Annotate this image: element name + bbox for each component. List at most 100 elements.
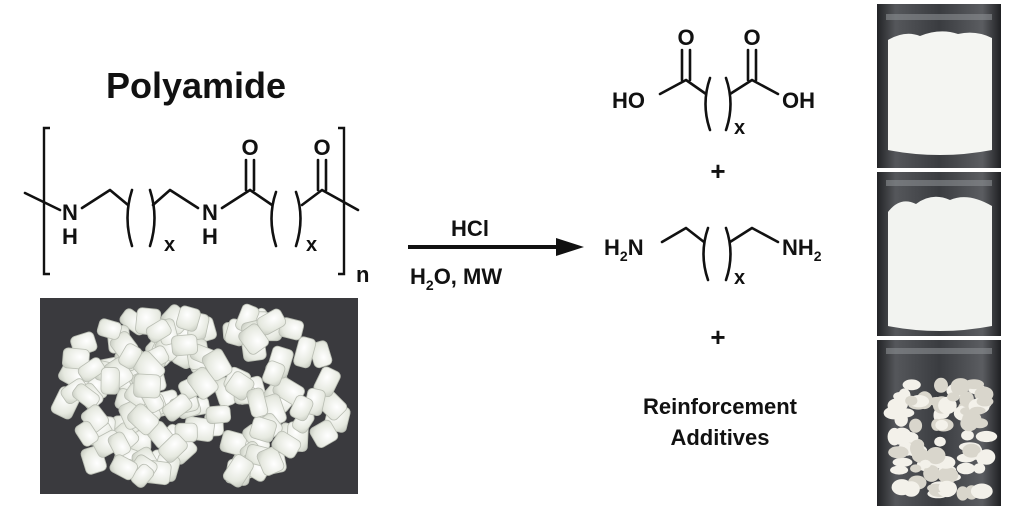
- additives-line-1: Reinforcement: [643, 394, 798, 419]
- oxygen-label-1: O: [241, 135, 258, 160]
- pellet: [205, 405, 232, 424]
- amine-n-label-1: N: [62, 200, 78, 225]
- additive-chunk: [950, 378, 967, 396]
- amine-h-label-1: H: [62, 224, 78, 249]
- diamine-backbone: [660, 226, 780, 244]
- additives-line-2: Additives: [670, 425, 769, 450]
- pellet: [96, 318, 122, 340]
- vial-photo-diamine: [877, 172, 1001, 336]
- vial-chunks-3: [883, 377, 998, 501]
- pellet: [175, 305, 201, 332]
- additive-chunk: [977, 449, 996, 465]
- reaction-arrow-group: HCl H2O, MW: [408, 216, 584, 293]
- pellet: [61, 347, 90, 370]
- additive-chunk: [956, 486, 969, 501]
- pellet: [100, 367, 120, 395]
- reagent-label: HCl: [451, 216, 489, 241]
- vial-powder-1: [888, 31, 992, 155]
- vial-rim-2: [886, 180, 992, 186]
- plus-sign-2: +: [710, 322, 725, 352]
- oxygen-label-2: O: [313, 135, 330, 160]
- pellet: [246, 387, 269, 418]
- additive-chunk: [909, 418, 923, 433]
- additive-chunk: [892, 457, 913, 467]
- additive-chunk: [911, 448, 930, 463]
- x-bracket-amine: [126, 188, 156, 248]
- x-label-acid: x: [306, 234, 317, 256]
- polyamide-repeat-unit: n N H N H x x O O: [23, 126, 369, 287]
- additive-chunk: [975, 430, 998, 443]
- left-bracket: [42, 126, 50, 276]
- amine-h-label-2: H: [202, 224, 218, 249]
- acid-o-label-2: O: [743, 25, 760, 50]
- pellet: [271, 430, 302, 459]
- additive-chunk: [938, 480, 956, 495]
- additive-chunk: [973, 463, 986, 474]
- pellet: [309, 419, 339, 448]
- additive-chunk: [937, 467, 959, 484]
- diamine-nh2-label: NH2: [782, 235, 822, 264]
- acid-x-label: x: [734, 117, 745, 139]
- pellet: [118, 343, 143, 370]
- additive-chunk: [890, 465, 909, 475]
- pellet: [107, 431, 131, 458]
- additive-chunk: [902, 379, 921, 391]
- additive-chunk: [887, 401, 898, 410]
- vial-photo-acid: [877, 4, 1001, 168]
- additive-chunk: [970, 483, 993, 499]
- pellet: [127, 403, 160, 436]
- additive-chunk: [902, 481, 920, 497]
- solvent-label: H2O, MW: [410, 264, 502, 293]
- additive-chunk: [892, 427, 912, 446]
- vial-powder-2: [888, 196, 992, 331]
- pellet: [133, 373, 162, 399]
- x-bracket-acid: [270, 190, 302, 248]
- additive-chunk: [888, 446, 909, 459]
- additive-chunk: [905, 395, 918, 406]
- pellet: [162, 393, 193, 422]
- pellet: [109, 454, 138, 481]
- pellet: [289, 394, 314, 422]
- acid-carbonyl-2: [746, 48, 758, 82]
- acid-carbonyl-1: [680, 48, 692, 82]
- pellet: [145, 319, 172, 343]
- pellet: [186, 366, 219, 400]
- vial-rim-1: [886, 14, 992, 20]
- pellet: [74, 420, 99, 447]
- dicarboxylic-acid-product: HO OH O O x: [612, 25, 815, 139]
- polyamide-pellets-photo: [40, 298, 358, 494]
- amine-n-label-2: N: [202, 200, 218, 225]
- additive-chunk: [919, 459, 931, 469]
- polyamide-title: Polyamide: [106, 65, 286, 106]
- pellet: [249, 416, 277, 443]
- carbonyl-bond-2: [316, 158, 328, 192]
- backbone-bonds: [23, 188, 360, 212]
- additive-chunk: [934, 377, 948, 393]
- additive-chunk: [962, 411, 982, 426]
- additive-chunk: [956, 462, 976, 475]
- additive-chunk: [976, 396, 994, 407]
- additive-chunk: [935, 419, 948, 431]
- additive-chunk: [961, 430, 974, 441]
- additive-chunk: [910, 464, 922, 473]
- additive-chunk: [926, 447, 946, 465]
- pellet: [222, 454, 254, 488]
- plus-sign-1: +: [710, 156, 725, 186]
- pellet: [238, 323, 269, 355]
- acid-o-label-1: O: [677, 25, 694, 50]
- acid-ho-label: HO: [612, 88, 645, 113]
- reaction-arrowhead: [556, 238, 584, 256]
- additive-chunk: [923, 465, 940, 482]
- diamine-product: H2N NH2 x: [604, 226, 822, 289]
- diamine-x-bracket: [702, 226, 732, 282]
- carbonyl-bond-1: [244, 158, 256, 192]
- pellet: [77, 357, 106, 383]
- vial-photo-additives: [877, 340, 1001, 506]
- pellet: [158, 433, 188, 463]
- pellet: [262, 360, 286, 387]
- additive-chunk: [964, 379, 984, 390]
- acid-x-bracket: [704, 76, 732, 132]
- additive-chunk: [962, 443, 981, 458]
- pellet: [256, 446, 285, 476]
